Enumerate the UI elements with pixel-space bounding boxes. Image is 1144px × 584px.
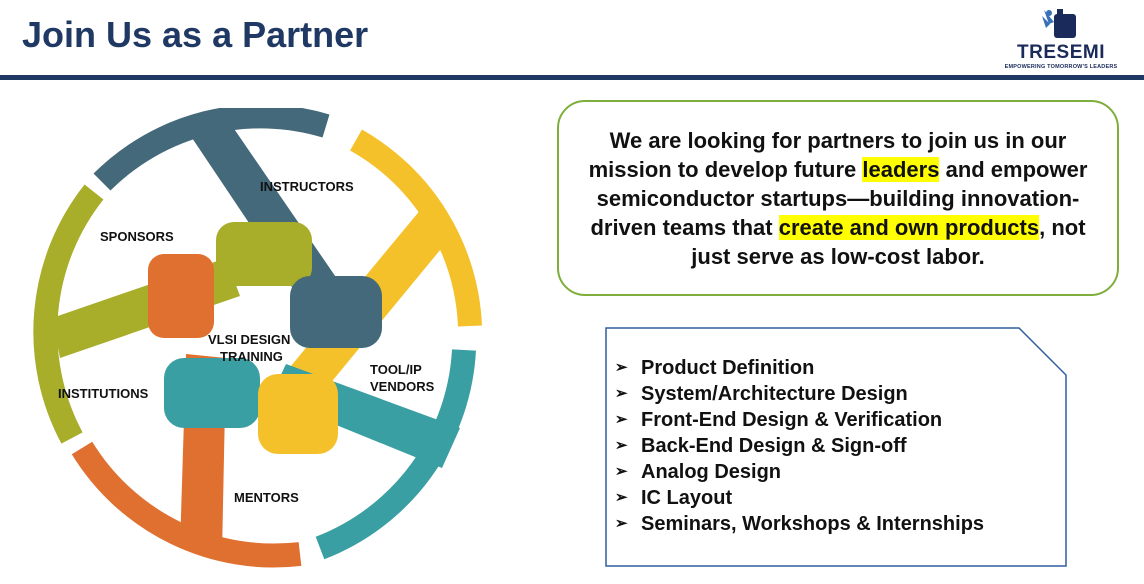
- mission-text: We are looking for partners to join us i…: [573, 126, 1103, 271]
- service-item: ➢ Back-End Design & Sign-off: [615, 433, 984, 459]
- arrow-bullet-icon: ➢: [615, 385, 628, 402]
- service-item: ➢ IC Layout: [615, 485, 984, 511]
- service-item: ➢ Front-End Design & Verification: [615, 407, 984, 433]
- mission-part1: We are looking for partners to join us i…: [588, 127, 1067, 182]
- service-item: ➢ System/Architecture Design: [615, 381, 984, 407]
- logo-tagline: EMPOWERING TOMORROW'S LEADERS: [1004, 64, 1118, 70]
- mission-part3: , not just serve as low-cost labor.: [691, 214, 1086, 269]
- label-sponsors: SPONSORS: [100, 229, 174, 244]
- page-title: Join Us as a Partner: [22, 14, 369, 55]
- logo-icon: [1042, 9, 1076, 38]
- service-label: Product Definition: [641, 357, 815, 379]
- service-label: System/Architecture Design: [641, 383, 908, 405]
- arrow-bullet-icon: ➢: [615, 489, 628, 506]
- label-mentors: MENTORS: [234, 490, 299, 505]
- ring-segment-teal: [315, 349, 476, 560]
- services-panel: ➢ Product Definition ➢ System/Architecture…: [605, 327, 1067, 567]
- label-center-line1: VLSI DESIGN: [208, 332, 290, 347]
- logo-name: TRESEMI: [1017, 42, 1105, 63]
- mission-highlight-products: create and own products: [778, 214, 1040, 240]
- label-tool-line1: TOOL/IP: [370, 362, 422, 377]
- services-list: ➢ Product Definition ➢ System/Architecture…: [615, 355, 984, 537]
- label-institutions: INSTITUTIONS: [58, 386, 149, 401]
- service-label: Analog Design: [641, 461, 782, 483]
- label-tool-line2: VENDORS: [370, 379, 435, 394]
- arrow-bullet-icon: ➢: [615, 359, 628, 376]
- service-item: ➢ Seminars, Workshops & Internships: [615, 511, 984, 537]
- label-instructors: INSTRUCTORS: [260, 179, 354, 194]
- partner-wheel: INSTRUCTORS SPONSORS VLSI DESIGN TRAININ…: [33, 108, 482, 568]
- arrow-bullet-icon: ➢: [615, 515, 628, 532]
- fist-orange: [148, 254, 214, 338]
- ring-segment-yellow: [350, 129, 482, 327]
- ring-segment-olive: [33, 184, 104, 444]
- ring-segment-orange: [71, 441, 302, 568]
- service-label: IC Layout: [641, 487, 733, 509]
- mission-part2: and empower semiconductor startups—build…: [590, 156, 1088, 240]
- mission-highlight-leaders: leaders: [862, 156, 940, 182]
- fist-olive: [216, 222, 312, 286]
- service-label: Seminars, Workshops & Internships: [641, 513, 985, 535]
- title-divider: [0, 75, 1144, 80]
- label-center-line2: TRAINING: [220, 349, 283, 364]
- company-logo: TRESEMI EMPOWERING TOMORROW'S LEADERS: [996, 6, 1126, 72]
- arrow-bullet-icon: ➢: [615, 411, 628, 428]
- services-frame: [605, 327, 1067, 567]
- mission-statement: We are looking for partners to join us i…: [557, 100, 1119, 296]
- service-label: Back-End Design & Sign-off: [641, 435, 907, 457]
- arrow-bullet-icon: ➢: [615, 463, 628, 480]
- service-item: ➢ Analog Design: [615, 459, 984, 485]
- service-item: ➢ Product Definition: [615, 355, 984, 381]
- fist-teal: [164, 358, 260, 428]
- fist-teal-dark: [290, 276, 382, 348]
- fist-yellow: [258, 374, 338, 454]
- service-label: Front-End Design & Verification: [641, 409, 943, 431]
- arrow-bullet-icon: ➢: [615, 437, 628, 454]
